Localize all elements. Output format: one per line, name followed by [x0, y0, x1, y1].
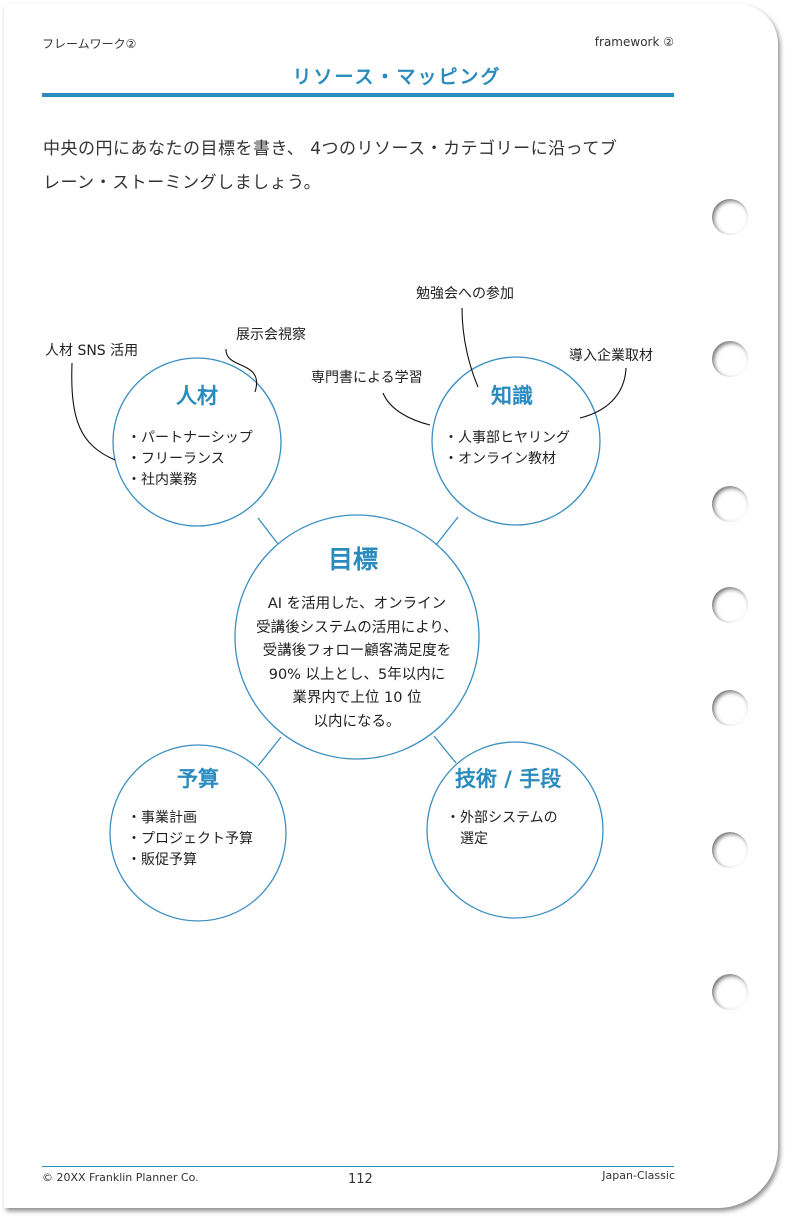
intro-line: 中央の円にあなたの目標を書き、 4つのリソース・カテゴリーに沿ってブ — [43, 139, 618, 159]
title-rule — [42, 93, 674, 97]
page-title: リソース・マッピング — [292, 66, 502, 88]
goal-heading: 目標 — [328, 545, 379, 574]
binder-hole — [712, 832, 748, 868]
binder-hole — [712, 587, 748, 623]
goal-line: 受講後フォロー顧客満足度を — [262, 643, 452, 659]
intro-text: 中央の円にあなたの目標を書き、 4つのリソース・カテゴリーに沿ってブ レーン・ス… — [43, 132, 617, 200]
list-item: ・パートナーシップ — [127, 430, 253, 446]
circle-yosan — [109, 744, 287, 922]
note: 導入企業取材 — [569, 348, 653, 364]
circle-goal — [234, 514, 480, 760]
category-heading: 人材 — [176, 384, 218, 408]
list-item: ・販促予算 — [127, 852, 197, 868]
header-right: framework ② — [594, 35, 674, 49]
category-heading: 技術 / 手段 — [455, 767, 562, 791]
list-item: ・外部システムの — [446, 810, 558, 826]
circle-chishiki — [431, 356, 601, 526]
circle-jinzai — [112, 357, 282, 527]
binder-hole — [712, 199, 748, 235]
list-item: ・人事部ヒヤリング — [444, 430, 570, 446]
note-connector — [461, 307, 479, 388]
connector — [257, 517, 279, 545]
note: 展示会視察 — [236, 327, 306, 343]
binder-hole — [712, 974, 748, 1010]
list-item: 選定 — [446, 831, 488, 847]
category-items: ・人事部ヒヤリング ・オンライン教材 — [444, 428, 570, 470]
category-heading: 予算 — [177, 767, 219, 791]
category-items: ・パートナーシップ ・フリーランス ・社内業務 — [127, 428, 253, 491]
goal-line: 業界内で上位 10 位 — [292, 690, 422, 706]
page-number: 112 — [348, 1172, 373, 1187]
connector — [435, 516, 459, 546]
note-connector — [71, 362, 116, 461]
list-item: ・プロジェクト予算 — [127, 831, 253, 847]
intro-line: レーン・ストーミングしましょう。 — [43, 173, 322, 193]
goal-line: 受講後システムの活用により、 — [256, 619, 458, 636]
goal-line: AI を活用した、オンライン — [267, 596, 447, 612]
category-items: ・外部システムの 選定 — [446, 808, 558, 850]
list-item: ・オンライン教材 — [444, 451, 556, 467]
category-items: ・事業計画 ・プロジェクト予算 ・販促予算 — [127, 808, 253, 871]
note-connector — [382, 392, 431, 426]
connector — [257, 736, 282, 767]
circle-gijutsu — [426, 741, 604, 919]
note-connector — [225, 348, 258, 393]
connector — [433, 735, 457, 764]
goal-text: AI を活用した、オンライン 受講後システムの活用により、 受講後フォロー顧客満… — [237, 593, 477, 734]
list-item: ・フリーランス — [127, 451, 225, 467]
note: 勉強会への参加 — [416, 286, 514, 302]
binder-hole — [712, 690, 748, 726]
goal-line: 以内になる。 — [313, 713, 401, 730]
header-left: フレームワーク② — [42, 37, 137, 51]
note-connector — [579, 367, 627, 419]
category-heading: 知識 — [491, 384, 533, 408]
copyright: © 20XX Franklin Planner Co. — [42, 1171, 199, 1184]
footer-rule — [42, 1166, 674, 1167]
list-item: ・事業計画 — [127, 810, 197, 826]
list-item: ・社内業務 — [127, 472, 197, 488]
note: 人材 SNS 活用 — [45, 343, 139, 359]
note: 専門書による学習 — [311, 370, 423, 386]
edition: Japan-Classic — [602, 1169, 675, 1182]
goal-line: 90% 以上とし、5年以内に — [268, 666, 446, 683]
binder-hole — [712, 341, 748, 377]
binder-hole — [712, 486, 748, 522]
planner-page — [4, 4, 778, 1208]
